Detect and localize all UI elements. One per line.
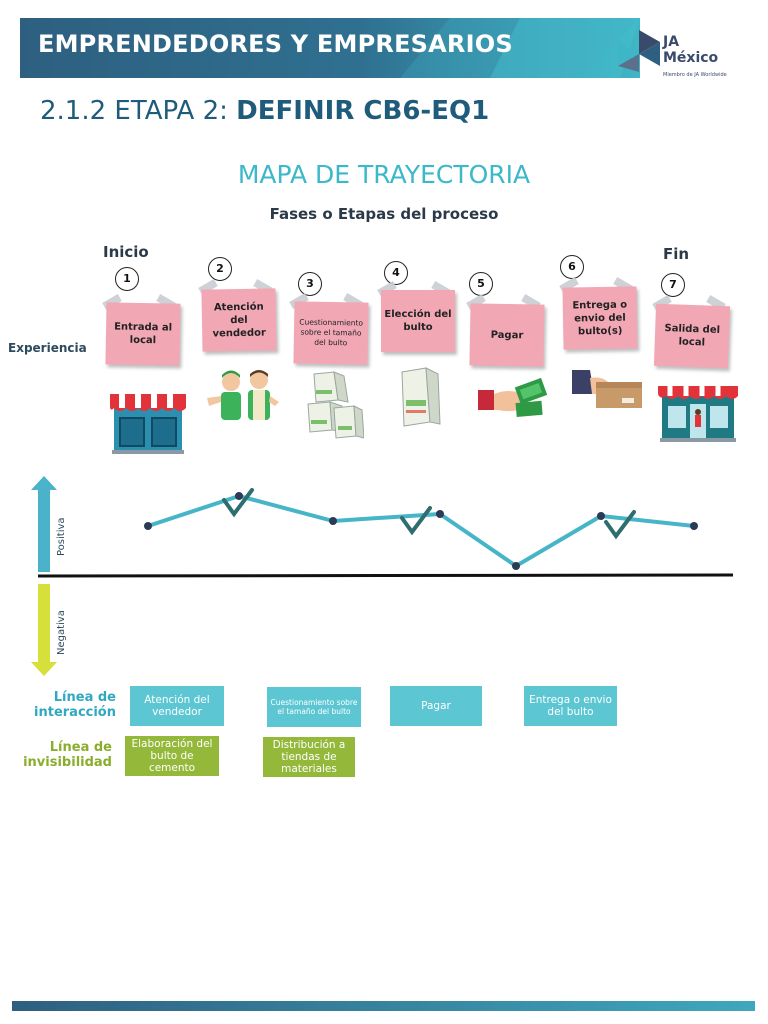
banner-title: EMPRENDEDORES Y EMPRESARIOS [38,30,513,58]
step-number: 1 [115,267,139,291]
header-banner [20,18,640,78]
cement-bags-icon [307,371,364,439]
experience-point-5 [512,562,520,570]
step-number: 3 [298,272,322,296]
interaction-item: Entrega o envio del bulto [524,686,617,726]
sellers-icon [207,370,279,420]
step-note: Cuestionamiento sobre el tamaño del bult… [293,301,369,365]
footer-bar [12,1001,755,1011]
phases-title: Fases o Etapas del proceso [269,205,499,223]
interaction-item: Atención del vendedor [130,686,224,726]
step-number: 5 [469,272,493,296]
negative-arrow [31,584,57,676]
zero-line [37,573,734,578]
positive-label: Positiva [56,517,67,556]
interaction-item: Cuestionamiento sobre el tamaño del bult… [267,687,361,727]
experience-point-4 [436,510,444,518]
map-title: MAPA DE TRAYECTORIA [237,160,531,189]
start-label: Inicio [103,243,149,261]
experience-point-7 [690,522,698,530]
step-note: Entrega o envio del bulto(s) [562,286,638,350]
experience-chart [31,476,734,676]
brand-name: JA México [663,34,719,66]
step-note: Entrada al local [105,302,181,366]
checkmark-icon [222,488,254,518]
step-note: Atención del vendedor [201,288,277,352]
step-note: Pagar [469,303,545,367]
experience-point-1 [144,522,152,530]
negative-label: Negativa [56,610,67,655]
step-number: 7 [661,273,685,297]
invisibility-item: Elaboración del bulto de cemento [125,736,219,776]
interaction-item: Pagar [390,686,482,726]
heading-prefix: 2.1.2 ETAPA 2: [40,96,237,126]
brand-subtitle: Miembro de JA Worldwide [663,72,727,78]
payment-icon [478,377,548,418]
page-heading: 2.1.2 ETAPA 2: DEFINIR CB6-EQ1 [40,96,489,126]
heading-bold: DEFINIR CB6-EQ1 [236,96,490,126]
experience-label: Experiencia [8,341,87,355]
storefront-icon [110,394,186,454]
step-number: 4 [384,261,408,285]
checkmark-icon [400,506,432,536]
interaction-label: Línea de interacción [34,690,116,720]
step-note: Elección del bulto [381,290,455,352]
experience-point-3 [329,517,337,525]
step-number: 6 [560,255,584,279]
experience-point-6 [597,512,605,520]
checkmark-icon [604,510,636,540]
step-number: 2 [208,257,232,281]
ja-logo-icon [618,30,660,72]
invisibility-label: Línea de invisibilidad [23,740,112,770]
invisibility-item: Distribución a tiendas de materiales [263,737,355,777]
step-note: Salida del local [653,303,731,369]
delivery-box-icon [572,370,642,408]
positive-arrow [31,476,57,572]
experience-point-2 [235,492,243,500]
cement-bag-icon [401,367,441,427]
end-label: Fin [663,245,690,263]
shop-exit-icon [658,386,738,442]
